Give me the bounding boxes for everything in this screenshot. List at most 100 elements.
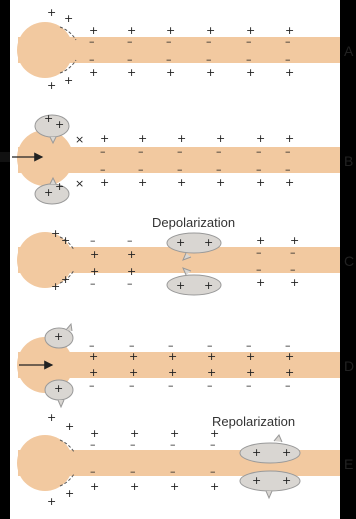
charge-row-bottom-outer: ++++++ (89, 66, 294, 79)
charge-sign: + (207, 366, 216, 379)
panel-b: + + + + × × ++++++ –––––– –––––– ++++++ … (0, 112, 353, 204)
panel-letter: C (344, 253, 354, 269)
charge-sign: – (290, 263, 296, 276)
charge-sign: + (44, 186, 53, 199)
charge-sign: – (256, 246, 262, 259)
charge-sign: – (127, 277, 133, 290)
charge-sign: – (285, 379, 291, 392)
charge-sign: – (100, 163, 106, 176)
charge-sign: + (168, 350, 177, 363)
charge-sign: – (206, 35, 212, 48)
charge-sign: + (90, 480, 99, 493)
charge-sign: + (64, 74, 73, 87)
charge-sign: + (168, 366, 177, 379)
charge-sign: + (61, 234, 70, 247)
charge-sign: × (75, 177, 84, 190)
charge-sign: + (47, 411, 56, 424)
charge-sign: + (138, 176, 147, 189)
panel-letter: D (344, 358, 354, 374)
charge-sign: + (138, 132, 147, 145)
charge-sign: – (168, 379, 174, 392)
charge-sign: – (177, 145, 183, 158)
charge-sign: – (90, 465, 96, 478)
charge-sign: + (246, 66, 255, 79)
charge-sign: + (256, 132, 265, 145)
charge-sign: × (75, 133, 84, 146)
charge-sign: – (130, 465, 136, 478)
charge-sign: + (207, 350, 216, 363)
charge-sign: + (130, 480, 139, 493)
charge-sign: – (285, 145, 291, 158)
charge-sign: – (89, 379, 95, 392)
charge-sign: – (100, 145, 106, 158)
charge-sign: – (129, 379, 135, 392)
charge-sign: + (256, 176, 265, 189)
channel-arrow (58, 400, 64, 407)
charge-sign: + (127, 66, 136, 79)
channel-arrow (266, 491, 272, 498)
charge-sign: – (90, 438, 96, 451)
panel-letter: B (344, 153, 353, 169)
charge-sign: + (64, 12, 73, 25)
charge-sign: + (252, 474, 261, 487)
charge-sign: + (65, 487, 74, 500)
charge-sign: – (127, 234, 133, 247)
charge-sign: + (176, 279, 185, 292)
charge-sign: – (216, 163, 222, 176)
channel-arrow (66, 324, 72, 331)
charge-sign: + (177, 176, 186, 189)
charge-sign: + (246, 366, 255, 379)
charge-sign: + (204, 236, 213, 249)
charge-sign: + (55, 180, 64, 193)
charge-sign: + (285, 350, 294, 363)
charge-sign: – (285, 53, 291, 66)
charge-sign: + (216, 176, 225, 189)
charge-sign: + (100, 176, 109, 189)
charge-sign: – (256, 145, 262, 158)
charge-sign: – (210, 465, 216, 478)
stimulus-electrode (0, 152, 10, 162)
charge-sign: + (51, 227, 60, 240)
charge-sign: + (129, 366, 138, 379)
charge-sign: + (285, 176, 294, 189)
charge-sign: – (246, 53, 252, 66)
charge-sign: + (44, 112, 53, 125)
panel-d: + + –––––– ++++++ ++++++ –––––– D (17, 324, 354, 407)
charge-sign: – (138, 163, 144, 176)
charge-sign: – (89, 35, 95, 48)
charge-sign: + (90, 248, 99, 261)
charge-sign: + (177, 132, 186, 145)
charge-sign: – (177, 163, 183, 176)
charge-sign: – (246, 379, 252, 392)
charge-sign: – (210, 438, 216, 451)
charge-sign: + (54, 330, 63, 343)
charge-sign: – (256, 163, 262, 176)
charge-sign: + (176, 236, 185, 249)
charge-sign: – (290, 246, 296, 259)
charge-sign: + (47, 6, 56, 19)
panel-letter: A (344, 43, 354, 59)
charge-sign: – (130, 438, 136, 451)
charge-sign: – (138, 145, 144, 158)
charge-sign: – (216, 145, 222, 158)
charge-sign: – (166, 53, 172, 66)
charge-sign: – (207, 379, 213, 392)
charge-sign: + (55, 118, 64, 131)
charge-sign: + (54, 382, 63, 395)
charge-sign: – (89, 53, 95, 66)
cell-body (17, 130, 73, 186)
charge-sign: + (51, 280, 60, 293)
charge-sign: + (252, 446, 261, 459)
panel-e: Repolarization ++ ++ + + + + ++++ –––– –… (17, 411, 353, 508)
charge-sign: + (290, 276, 299, 289)
charge-sign: – (170, 465, 176, 478)
charge-sign: – (166, 35, 172, 48)
charge-sign: – (285, 35, 291, 48)
charge-sign: + (89, 66, 98, 79)
charge-sign: + (256, 276, 265, 289)
panel-a: + + + + ++++++ –––––– –––––– ++++++ A (17, 6, 354, 92)
process-caption: Depolarization (152, 215, 235, 230)
charge-sign: + (61, 273, 70, 286)
